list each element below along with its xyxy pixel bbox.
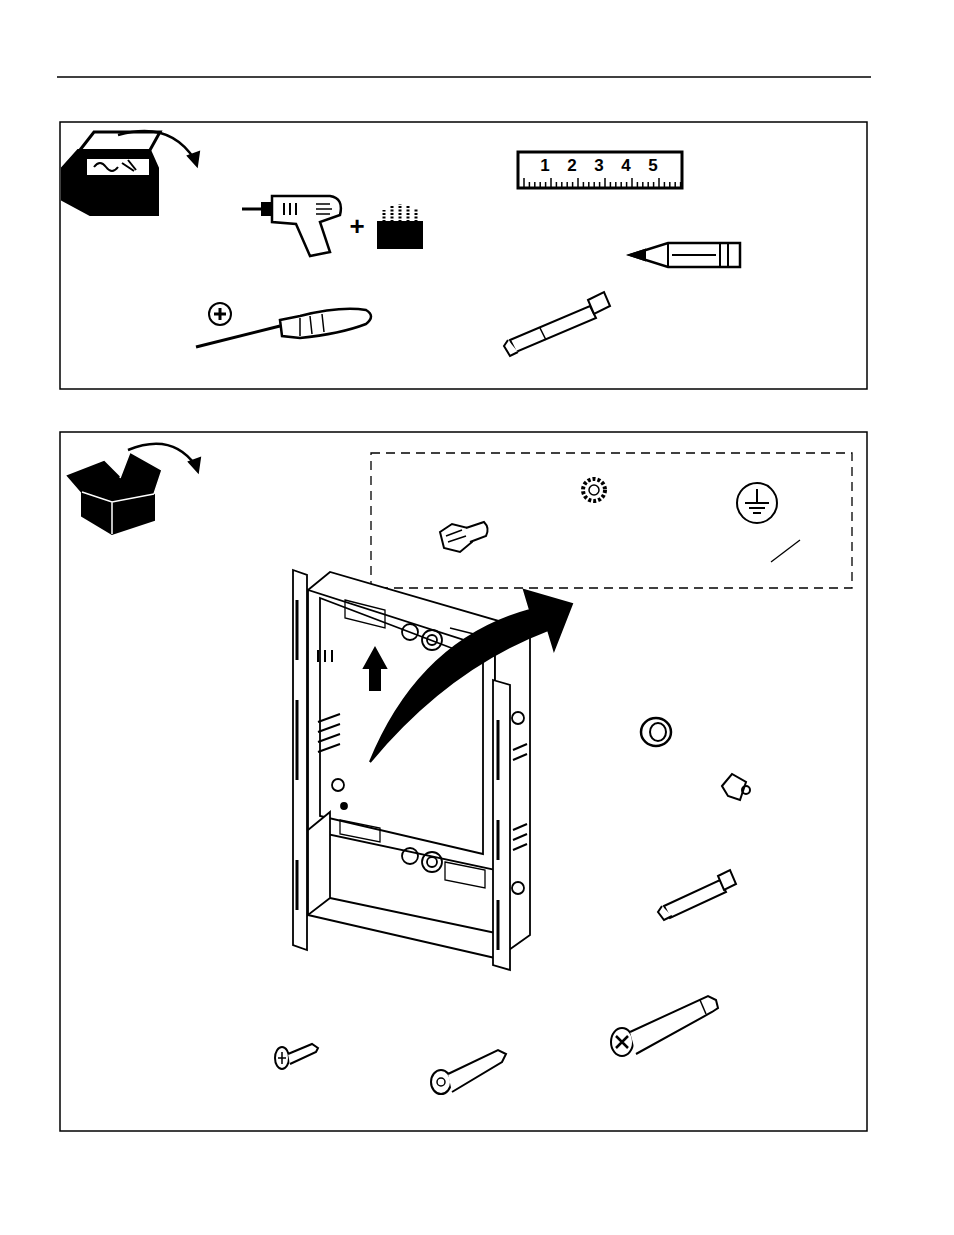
package-box-icon [68,444,200,534]
toolbox-icon [62,131,199,215]
ruler-tick [615,182,617,188]
long-phillips-screw [611,996,718,1056]
ruler-number: 4 [621,157,630,174]
pencil-icon [630,243,740,267]
ruler-tick [664,182,666,188]
ruler-number: 2 [567,157,576,174]
ruler-tick [545,182,547,188]
ruler-tick [631,178,633,188]
ruler-tick [534,182,536,188]
ruler-tick [647,182,649,188]
phillips-screwdriver-icon [196,303,371,347]
ruler-tick [539,182,541,188]
plus-sign: + [349,213,364,239]
up-arrow [364,648,386,690]
ruler-tick [642,182,644,188]
ruler-tick [577,178,579,188]
ruler-tick [529,182,531,188]
ruler-tick [626,182,628,188]
ruler-tick [620,182,622,188]
grommet [641,718,671,746]
ruler-tick [674,182,676,188]
ruler-number: 5 [648,157,657,174]
ruler-tick [604,178,606,188]
driver-bit [658,870,736,920]
ruler-icon [518,152,682,188]
ruler-tick [610,182,612,188]
flat-head-screw [431,1050,506,1094]
ruler-tick [680,182,682,188]
ruler-number: 1 [540,157,549,174]
ruler-tick [550,178,552,188]
star-washer [583,479,605,501]
ground-symbol [737,483,800,562]
ruler-tick [556,182,558,188]
drill-bits-icon [378,204,422,248]
ruler-tick [561,182,563,188]
ruler-tick [523,178,525,188]
ruler-tick [637,182,639,188]
ruler-tick [588,182,590,188]
ruler-tick [583,182,585,188]
ruler-tick [572,182,574,188]
small-screw [275,1044,318,1069]
drill-icon [242,196,341,256]
ruler-tick [669,182,671,188]
hex-washer-screw [440,522,488,552]
ruler-tick [599,182,601,188]
cable-clip [722,774,750,800]
ruler-tick [658,178,660,188]
ruler-tick [653,182,655,188]
driver-bit-icon [504,292,610,356]
ruler-number: 3 [594,157,603,174]
curved-arrow [370,590,572,762]
ruler-tick [566,182,568,188]
ruler-tick [593,182,595,188]
